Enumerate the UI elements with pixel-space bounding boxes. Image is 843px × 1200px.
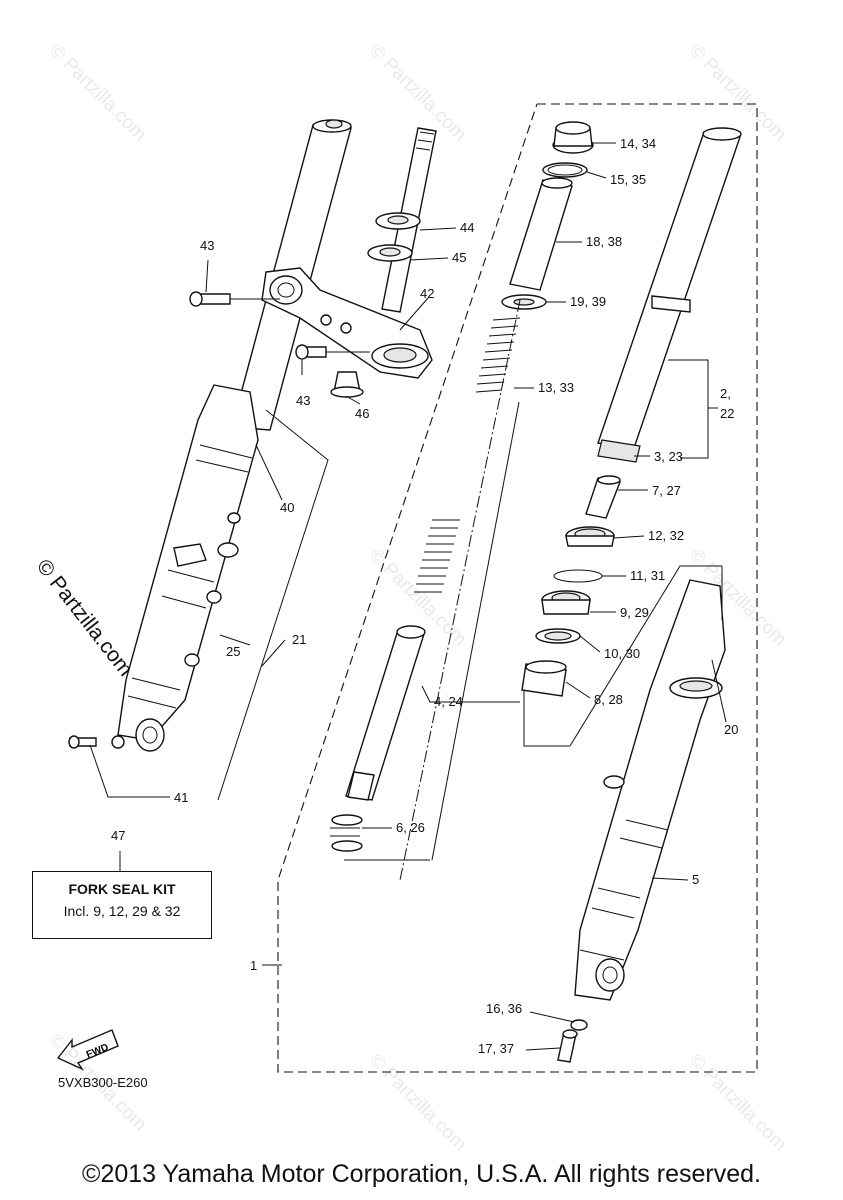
callout-19-39: 19, 39 bbox=[570, 294, 606, 309]
fork-seal-kit-box: FORK SEAL KIT Incl. 9, 12, 29 & 32 bbox=[32, 871, 212, 939]
steering-stem bbox=[189, 127, 437, 398]
internal-parts bbox=[330, 121, 594, 881]
copyright-notice: ©2013 Yamaha Motor Corporation, U.S.A. A… bbox=[82, 1160, 761, 1188]
callout-13-33: 13, 33 bbox=[538, 380, 574, 395]
callout-42: 42 bbox=[420, 286, 434, 301]
callout-5: 5 bbox=[692, 872, 699, 887]
callout-3-23: 3, 23 bbox=[654, 449, 683, 464]
kit-includes: Incl. 9, 12, 29 & 32 bbox=[63, 903, 181, 919]
callout-43-top: 43 bbox=[200, 238, 214, 253]
callout-2-22-line2: 22 bbox=[720, 406, 734, 421]
callout-6-26: 6, 26 bbox=[396, 820, 425, 835]
fork-spring bbox=[414, 317, 521, 593]
callout-18-38: 18, 38 bbox=[586, 234, 622, 249]
right-parts bbox=[521, 127, 742, 1063]
callout-16-36: 16, 36 bbox=[486, 1001, 522, 1016]
callout-2-22-line1: 2, bbox=[720, 386, 731, 401]
callout-12-32: 12, 32 bbox=[648, 528, 684, 543]
kit-title: FORK SEAL KIT bbox=[68, 881, 176, 897]
callout-8-28: 8, 28 bbox=[594, 692, 623, 707]
callout-45: 45 bbox=[452, 250, 466, 265]
callout-14-34: 14, 34 bbox=[620, 136, 656, 151]
callout-7-27: 7, 27 bbox=[652, 483, 681, 498]
callout-10-30: 10, 30 bbox=[604, 646, 640, 661]
callout-4-24: 4, 24 bbox=[434, 694, 463, 709]
callout-43-bottom: 43 bbox=[296, 393, 310, 408]
callout-11-31: 11, 31 bbox=[630, 568, 665, 583]
callout-47: 47 bbox=[111, 828, 125, 843]
callout-17-37: 17, 37 bbox=[478, 1041, 514, 1056]
callout-41: 41 bbox=[174, 790, 188, 805]
diagram-code: 5VXB300-E260 bbox=[58, 1075, 148, 1090]
callout-1: 1 bbox=[250, 958, 257, 973]
callout-25: 25 bbox=[226, 644, 240, 659]
callout-20: 20 bbox=[724, 722, 738, 737]
callout-15-35: 15, 35 bbox=[610, 172, 646, 187]
callout-21: 21 bbox=[292, 632, 306, 647]
fwd-arrow-icon bbox=[56, 1029, 119, 1071]
callout-46: 46 bbox=[355, 406, 369, 421]
callout-40: 40 bbox=[280, 500, 294, 515]
callout-44: 44 bbox=[460, 220, 474, 235]
callout-9-29: 9, 29 bbox=[620, 605, 649, 620]
assembly-outline bbox=[277, 103, 758, 1073]
